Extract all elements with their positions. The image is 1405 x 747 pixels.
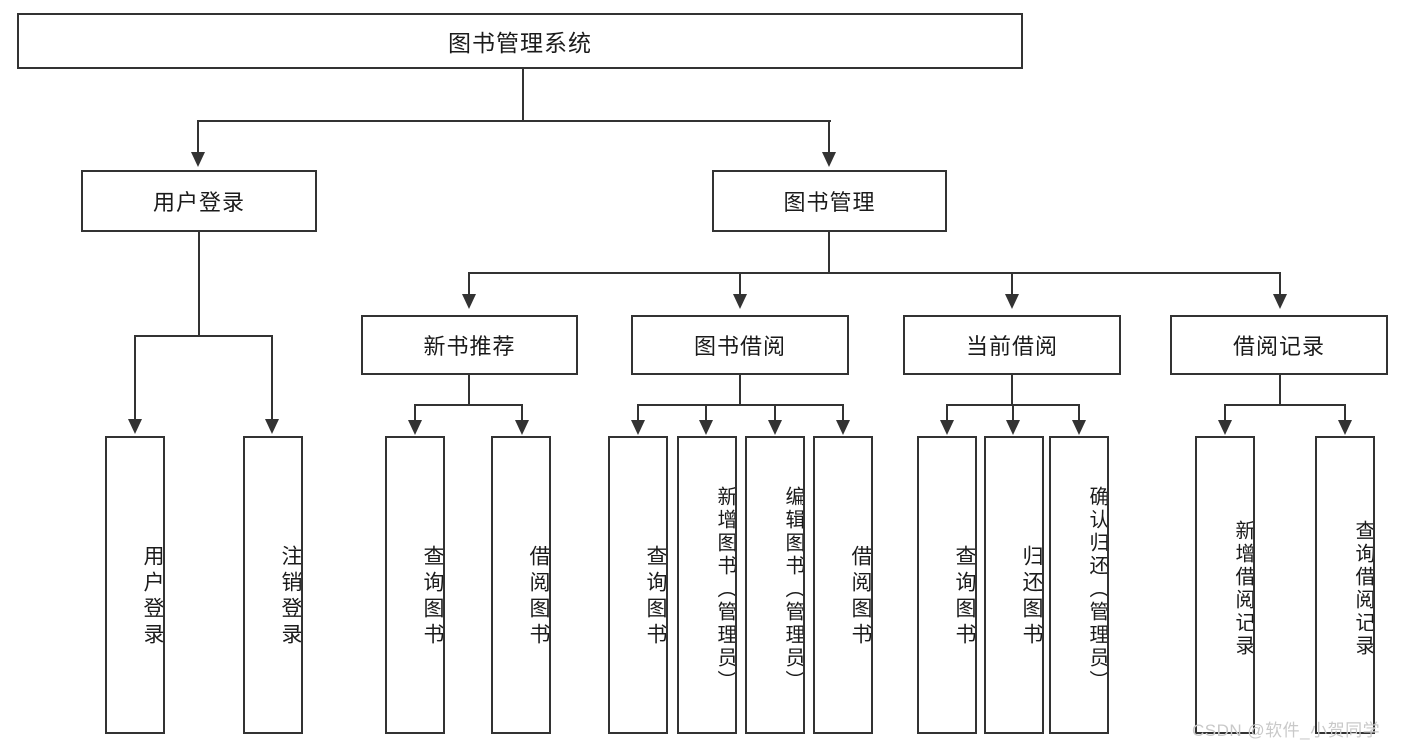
arrowhead-br-leaf2 [1338,420,1352,435]
node-new-book-recommend[interactable]: 新书推荐 [361,315,578,375]
edge-borrow-record-stem [1279,375,1281,405]
edge-book-mgmt-to-borrow-record [1279,272,1281,294]
node-label: 图书借阅 [693,334,786,359]
edge-book-borrow-bus [637,404,843,406]
leaf-edit-book-admin[interactable]: 编辑图书（管理员） [745,436,805,734]
edge-root-to-book-mgmt [828,120,830,152]
edge-current-borrow-stem [1011,375,1013,405]
node-label: 新书推荐 [423,334,516,359]
arrowhead-leaf-logout [265,419,279,434]
edge-book-mgmt-to-current-borrow [1011,272,1013,294]
edge-book-mgmt-bus [468,272,1281,274]
arrowhead-nb-leaf1 [408,420,422,435]
node-borrow-record[interactable]: 借阅记录 [1170,315,1388,375]
arrowhead-book-mgmt [822,152,836,167]
arrowhead-borrow-record [1273,294,1287,309]
edge-user-login-stem [198,232,200,336]
leaf-query-book-current[interactable]: 查询图书 [917,436,977,734]
arrowhead-bb-leaf2 [699,420,713,435]
arrowhead-book-borrow [733,294,747,309]
node-label: 查询图书 [644,545,667,649]
edge-root-stem [522,69,524,121]
edge-bb-to-leaf1 [637,404,639,420]
edge-book-mgmt-to-new-book [468,272,470,294]
edge-book-mgmt-stem [828,232,830,273]
node-label: 确认归还（管理员） [1086,485,1108,693]
leaf-query-book-borrow[interactable]: 查询图书 [608,436,668,734]
node-current-borrow[interactable]: 当前借阅 [903,315,1121,375]
leaf-logout[interactable]: 注销登录 [243,436,303,734]
edge-br-to-leaf1 [1224,404,1226,420]
arrowhead-new-book-recommend [462,294,476,309]
edge-user-login-to-leaf1 [134,335,136,419]
arrowhead-cb-leaf1 [940,420,954,435]
node-label: 归还图书 [1020,545,1043,649]
node-label: 查询借阅记录 [1352,520,1374,658]
node-book-management[interactable]: 图书管理 [712,170,947,232]
arrowhead-cb-leaf2 [1006,420,1020,435]
node-label: 借阅图书 [527,545,550,649]
leaf-return-book[interactable]: 归还图书 [984,436,1044,734]
edge-user-login-to-leaf2 [271,335,273,419]
node-label: 图书管理系统 [448,30,592,56]
arrowhead-br-leaf1 [1218,420,1232,435]
leaf-query-book-recommend[interactable]: 查询图书 [385,436,445,734]
node-label: 编辑图书（管理员） [782,485,804,693]
csdn-watermark: CSDN @软件_小贺同学 [1192,721,1381,740]
leaf-borrow-book[interactable]: 借阅图书 [813,436,873,734]
leaf-confirm-return-admin[interactable]: 确认归还（管理员） [1049,436,1109,734]
node-label: 借阅记录 [1232,334,1325,359]
edge-cb-to-leaf3 [1078,404,1080,420]
arrowhead-current-borrow [1005,294,1019,309]
edge-root-bus [198,120,831,122]
leaf-user-login[interactable]: 用户登录 [105,436,165,734]
edge-new-book-to-leaf1 [414,404,416,420]
edge-user-login-bus [134,335,272,337]
leaf-add-borrow-record[interactable]: 新增借阅记录 [1195,436,1255,734]
arrowhead-nb-leaf2 [515,420,529,435]
edge-root-to-user-login [197,120,199,152]
edge-bb-to-leaf2 [705,404,707,420]
leaf-query-borrow-record[interactable]: 查询借阅记录 [1315,436,1375,734]
node-user-login[interactable]: 用户登录 [81,170,317,232]
arrowhead-bb-leaf3 [768,420,782,435]
node-label: 当前借阅 [965,334,1058,359]
arrowhead-bb-leaf1 [631,420,645,435]
node-label: 新增图书（管理员） [714,485,736,693]
leaf-add-book-admin[interactable]: 新增图书（管理员） [677,436,737,734]
node-label: 用户登录 [152,190,245,215]
edge-cb-to-leaf2 [1012,404,1014,420]
edge-new-book-bus [414,404,522,406]
edge-new-book-to-leaf2 [521,404,523,420]
node-label: 用户登录 [141,545,164,649]
node-label: 注销登录 [279,545,302,649]
arrowhead-user-login [191,152,205,167]
edge-cb-to-leaf1 [946,404,948,420]
node-root-system[interactable]: 图书管理系统 [17,13,1023,69]
node-label: 图书管理 [783,190,876,215]
edge-bb-to-leaf3 [774,404,776,420]
edge-book-borrow-stem [739,375,741,405]
arrowhead-bb-leaf4 [836,420,850,435]
leaf-borrow-book-recommend[interactable]: 借阅图书 [491,436,551,734]
arrowhead-leaf-user-login [128,419,142,434]
edge-bb-to-leaf4 [842,404,844,420]
node-label: 借阅图书 [849,545,872,649]
edge-book-mgmt-to-book-borrow [739,272,741,294]
node-label: 查询图书 [421,545,444,649]
node-label: 新增借阅记录 [1232,520,1254,658]
edge-new-book-stem [468,375,470,405]
edge-br-to-leaf2 [1344,404,1346,420]
node-book-borrow[interactable]: 图书借阅 [631,315,849,375]
node-label: 查询图书 [953,545,976,649]
edge-borrow-record-bus [1224,404,1346,406]
arrowhead-cb-leaf3 [1072,420,1086,435]
